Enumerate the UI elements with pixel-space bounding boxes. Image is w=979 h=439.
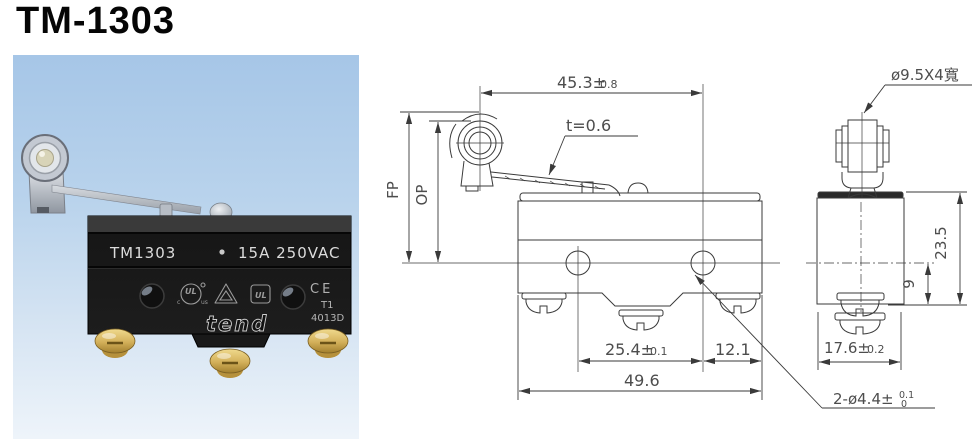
end-body-outline: [816, 197, 905, 305]
thickness-dim: t=0.6: [566, 116, 611, 135]
body-outline: [517, 200, 763, 307]
center-height-dim: 9: [900, 279, 918, 289]
svg-text:us: us: [201, 299, 208, 306]
brand-logo: tend: [206, 312, 268, 336]
photo-terminal-left: [94, 328, 136, 358]
svg-text:UL: UL: [255, 291, 267, 300]
photo-switch-body: [87, 215, 352, 348]
terminal-left-outline: [521, 292, 567, 314]
depth-dim: 17.6±: [824, 339, 870, 357]
photo-screw-recess-left: [139, 283, 165, 309]
page-title: TM-1303: [16, 0, 176, 42]
roller-size-dim: ø9.5X4寬: [891, 66, 959, 84]
cul-us-mark-icon: UL c us: [177, 282, 208, 306]
hole-pitch-dim: 25.4±: [605, 340, 654, 359]
roller-size-leader: [863, 84, 886, 114]
mounting-holes-tol-lower: 0: [901, 399, 907, 410]
end-top-plate: [817, 191, 904, 199]
photo-code-4013d: 4013D: [311, 313, 344, 324]
total-width-dim: 49.6: [624, 371, 660, 390]
dimension-texts: 45.3± 0.8 t=0.6 ø9.5X4寬 FP OP 25.4± 0.1 …: [384, 66, 959, 410]
end-elevation-view: [816, 119, 905, 335]
triangle-cert-mark-icon: [214, 283, 238, 304]
svg-text:c: c: [177, 299, 180, 306]
terminal-right-outline: [715, 292, 761, 314]
photo-roller: [21, 134, 69, 182]
roller-front: [835, 119, 890, 199]
fp-label: FP: [384, 181, 402, 199]
product-photo: TM1303 15A 250VAC UL c us UL CE T1 4013D…: [13, 55, 359, 439]
end-terminal-lower: [834, 312, 886, 335]
end-terminal-upper: [836, 292, 885, 317]
product-photo-art: TM1303 15A 250VAC UL c us UL CE T1 4013D…: [21, 134, 352, 378]
terminal-middle-outline: [618, 309, 664, 331]
mounting-holes-tol-upper: 0.1: [899, 390, 914, 401]
photo-rating-label: 15A 250VAC: [238, 244, 341, 262]
photo-terminal-middle: [209, 348, 251, 378]
dot-icon: [219, 249, 225, 255]
ul-recognized-mark-icon: UL: [250, 284, 271, 304]
lever-side: [490, 171, 621, 197]
side-elevation-view: [449, 113, 763, 331]
svg-text:UL: UL: [185, 287, 197, 296]
mounting-holes-dim: 2-ø4.4±: [833, 390, 894, 408]
edge-offset-dim: 12.1: [715, 340, 751, 359]
roller-phantom-arc-left: [449, 123, 457, 159]
lever-length-tol: 0.8: [600, 78, 618, 91]
photo-body-lug: [191, 333, 271, 348]
photo-terminal-right: [307, 328, 349, 358]
photo-code-t1: T1: [320, 300, 333, 311]
roller-phantom-arc-top: [461, 113, 498, 122]
op-label: OP: [413, 185, 431, 206]
dimension-lines: [400, 84, 972, 409]
photo-bracket-foot: [37, 207, 49, 213]
body-height-dim: 23.5: [932, 226, 950, 259]
thickness-leader: [548, 135, 566, 176]
roller-side: [449, 113, 503, 192]
plunger-dome: [627, 182, 649, 194]
centerlines: [402, 84, 934, 372]
photo-model-label: TM1303: [109, 244, 176, 262]
depth-tol: 0.2: [867, 343, 885, 356]
body-top-plate: [519, 192, 761, 202]
hole-pitch-tol: 0.1: [650, 345, 668, 358]
mounting-hole-leader: [694, 274, 823, 409]
lever-length-dim: 45.3±: [557, 73, 606, 92]
ce-mark: CE: [310, 282, 333, 297]
photo-screw-recess-right: [280, 284, 306, 310]
